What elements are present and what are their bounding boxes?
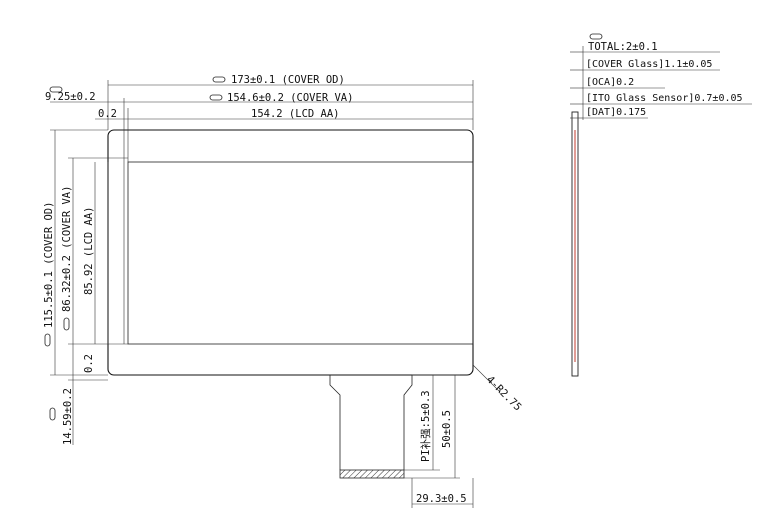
corner-radius-label: 4-R2.75 [484, 374, 524, 414]
side-stack-body [571, 111, 579, 377]
fpc-dimensions: 4-R2.75 PI补强:5±0.3 50±0.5 29.3±0.5 [404, 364, 524, 508]
tolerance-symbol-icon [63, 317, 70, 331]
pi-stiffener-label: PI补强:5±0.3 [419, 390, 432, 462]
tolerance-symbol-icon [212, 76, 226, 83]
tolerance-symbol-icon [44, 333, 51, 347]
fpc-width-label: 29.3±0.5 [416, 493, 467, 505]
fpc-tail [329, 375, 413, 479]
cover-od-height-label: 115.5±0.1 (COVER OD) [43, 202, 55, 328]
side-view: TOTAL:2±0.1 [COVER Glass]1.1±0.05 [OCA]0… [570, 33, 752, 377]
lcd-aa-width-label: 154.2 (LCD AA) [251, 108, 340, 120]
ito-sensor-label: [ITO Glass Sensor]0.7±0.05 [586, 93, 743, 104]
tolerance-symbol-icon [209, 94, 223, 101]
fpc-length-label: 50±0.5 [441, 410, 453, 448]
cover-va-height-label: 86.32±0.2 (COVER VA) [61, 186, 73, 312]
tolerance-symbol-icon [49, 86, 63, 93]
left-dimensions: 115.5±0.1 (COVER OD) 86.32±0.2 (COVER VA… [43, 129, 128, 445]
bottom-offset-label: 14.59±0.2 [62, 388, 74, 445]
left-offset-label: 9.25±0.2 [45, 91, 96, 103]
dat-label: [DAT]0.175 [586, 107, 646, 118]
lcd-aa-height-label: 85.92 (LCD AA) [83, 206, 95, 295]
cover-va-width-label: 154.6±0.2 (COVER VA) [227, 92, 353, 104]
left-gap-label: 0.2 [98, 108, 117, 120]
tolerance-symbol-icon [589, 33, 603, 40]
bottom-gap-label: 0.2 [83, 354, 95, 373]
cover-od-width-label: 173±0.1 (COVER OD) [231, 74, 345, 86]
total-thickness-label: TOTAL:2±0.1 [588, 41, 658, 53]
lcd-active-area [127, 161, 474, 345]
fpc-stiffener-hatch [339, 469, 405, 479]
tolerance-symbol-icon [49, 407, 56, 421]
oca-label: [OCA]0.2 [586, 77, 634, 88]
top-dimensions: 173±0.1 (COVER OD) 154.6±0.2 (COVER VA) … [45, 74, 474, 162]
cover-glass-label: [COVER Glass]1.1±0.05 [586, 59, 712, 70]
cover-outline [107, 129, 474, 376]
front-view: 173±0.1 (COVER OD) 154.6±0.2 (COVER VA) … [43, 74, 524, 508]
